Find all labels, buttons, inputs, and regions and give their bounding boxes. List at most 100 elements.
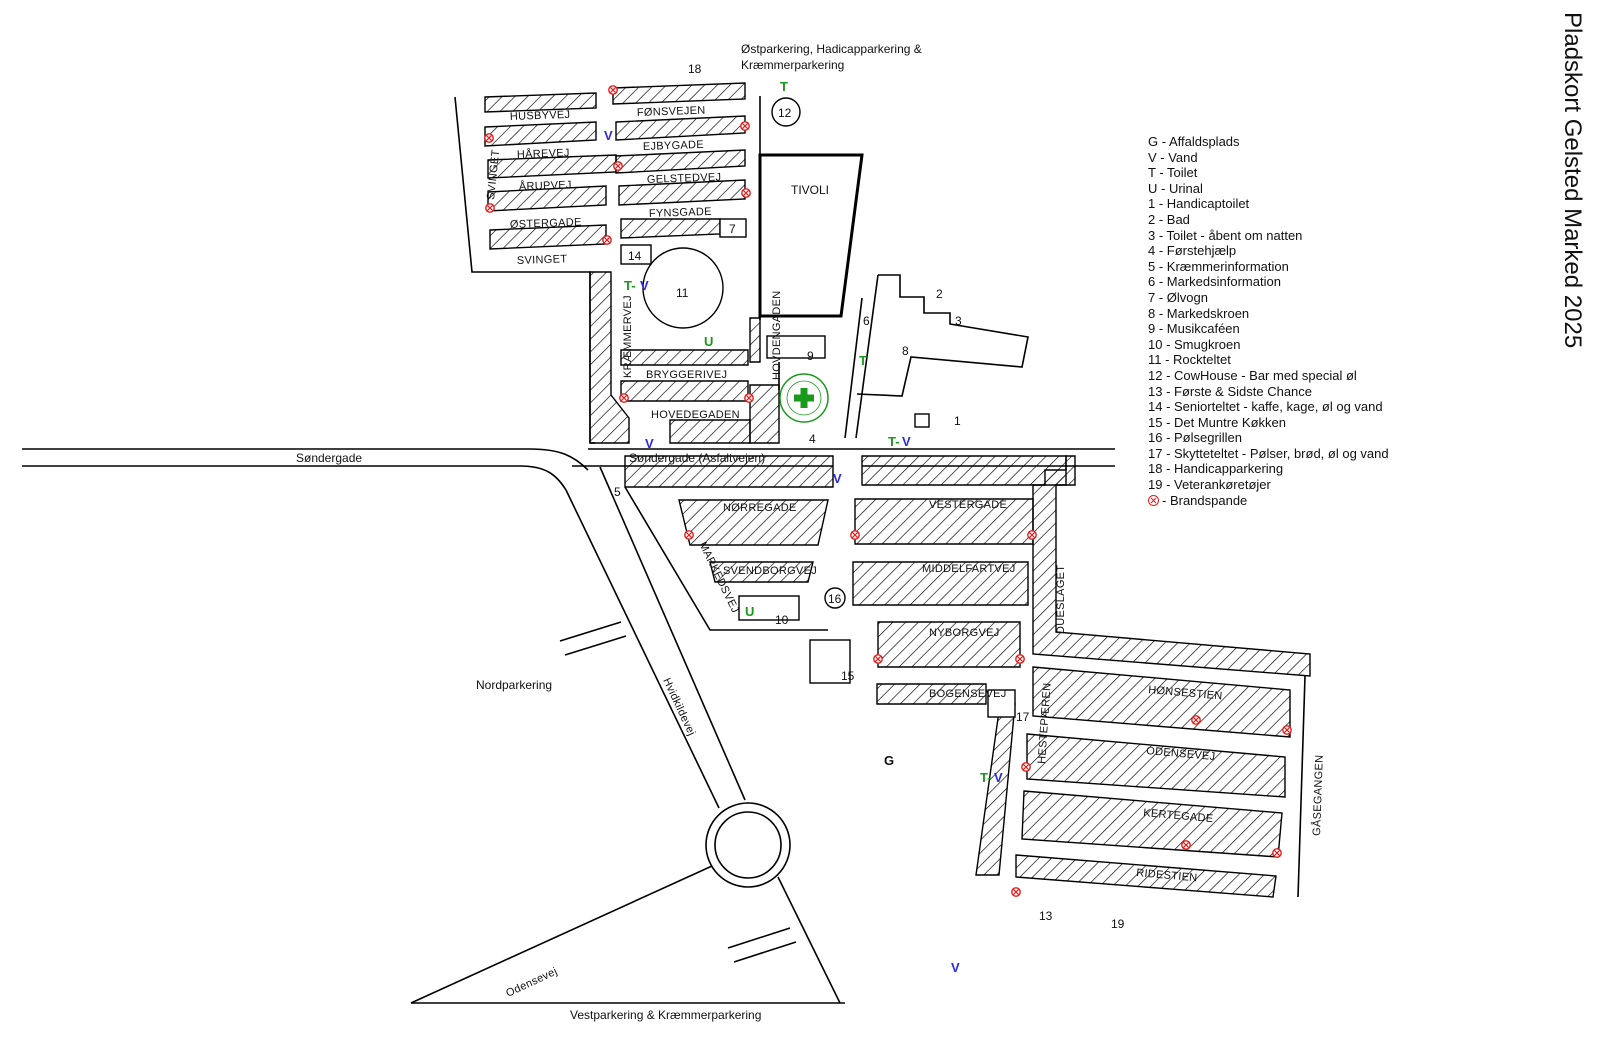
stall-row (484, 92, 597, 113)
stall-row (484, 121, 597, 147)
stall-row (589, 271, 630, 444)
stall-row (1026, 733, 1286, 798)
venue-10-box (738, 595, 800, 621)
marker-4: 4 (809, 432, 816, 446)
legend-item: T - Toilet (1148, 165, 1198, 181)
marker-5: 5 (614, 485, 621, 499)
stall-row (1015, 854, 1277, 898)
street-label: Hvidkildevej (660, 676, 697, 738)
legend-item: 3 - Toilet - åbent om natten (1148, 227, 1303, 243)
venue-12-circle (771, 97, 801, 127)
venue-15-box (809, 639, 851, 684)
fire-bucket-icon (1191, 715, 1201, 725)
street-label: Søndergade (Asfaltvejen) (629, 451, 765, 465)
legend-item: 2 - Bad (1148, 211, 1190, 227)
fire-bucket-icon (1021, 762, 1031, 772)
marker-15: 15 (841, 669, 855, 683)
marker-13: 13 (1039, 909, 1053, 923)
nord-parking-label: Nordparkering (476, 678, 552, 692)
water-marker: V (604, 128, 613, 143)
waste-marker: G (884, 753, 894, 768)
venue-17-box (987, 689, 1016, 718)
tivoli-area (758, 153, 864, 318)
water-marker: V (994, 770, 1003, 785)
stall-row (1021, 790, 1283, 858)
stall-row (615, 115, 746, 141)
tivoli-label: TIVOLI (791, 183, 829, 197)
fire-bucket-icon (1027, 530, 1037, 540)
stall-row (877, 621, 1021, 668)
legend-item: 12 - CowHouse - Bar med special øl (1148, 367, 1357, 383)
street-label: HOVEDEGADEN (651, 409, 740, 421)
street-label: SVINGET (485, 149, 502, 200)
street-label: BRYGGERIVEJ (646, 369, 727, 381)
water-marker: V (902, 434, 911, 449)
venue-11-circle (642, 247, 724, 329)
roundabout (705, 802, 791, 888)
street-label: MIDDELFARTVEJ (922, 563, 1016, 575)
ost-parking-label: Kræmmerparkering (741, 58, 844, 72)
stall-row (620, 380, 749, 402)
fire-bucket-icon (485, 203, 495, 213)
stall-row (749, 384, 780, 444)
legend-item: 14 - Seniorteltet - kaffe, kage, øl og v… (1148, 399, 1383, 415)
marker-7: 7 (729, 222, 736, 236)
street-label: KRÆMMERVEJ (622, 295, 634, 378)
street-label: VESTERGADE (929, 499, 1007, 511)
street-label: EJBYGADE (643, 139, 704, 153)
fire-bucket-icon (684, 530, 694, 540)
street-label: SVINGET (517, 253, 568, 267)
marker-3: 3 (955, 314, 962, 328)
street-label: DUESLAGET (1055, 565, 1067, 634)
toilet-marker: T (780, 79, 788, 94)
stall-row (749, 317, 761, 363)
street-label: GELSTEDVEJ (647, 171, 722, 186)
street-label: Odensevej (504, 965, 559, 999)
water-marker: V (645, 436, 654, 451)
venue-7-box (719, 218, 747, 238)
stall-row (620, 218, 721, 239)
street-label: NØRREGADE (723, 502, 797, 514)
fire-bucket-icon (744, 393, 754, 403)
fire-bucket-icon (484, 133, 494, 143)
vest-parking-label: Vestparkering & Kræmmerparkering (570, 1008, 761, 1022)
fire-bucket-icon (1011, 887, 1021, 897)
legend-item: 15 - Det Muntre Køkken (1148, 414, 1286, 430)
marker-11: 11 (676, 286, 689, 300)
stall-row (615, 149, 746, 174)
stall-row (861, 455, 1067, 486)
stall-row (975, 703, 1016, 876)
water-marker: V (640, 278, 649, 293)
marker-6: 6 (863, 314, 870, 328)
marker-2: 2 (936, 287, 943, 301)
fire-bucket-icon (1282, 725, 1292, 735)
legend-item: 18 - Handicapparkering (1148, 461, 1284, 477)
legend-item: 11 - Rockteltet (1148, 352, 1231, 368)
fire-bucket-icon (1181, 840, 1191, 850)
legend-item: 16 - Pølsegrillen (1148, 430, 1242, 446)
water-marker: V (833, 471, 842, 486)
stall-row (709, 561, 814, 583)
street-label: FYNSGADE (649, 206, 712, 220)
street-label: FØNSVEJEN (637, 105, 706, 119)
fire-bucket-icon (602, 235, 612, 245)
odensevej-road (410, 865, 713, 1004)
street-label: RIDESTIEN (1136, 867, 1198, 884)
stall-row (618, 179, 746, 206)
stall-row (669, 419, 751, 444)
marker-12: 12 (778, 106, 792, 120)
marker-19: 19 (1111, 917, 1125, 931)
stall-row (678, 499, 829, 546)
legend-fire-label: - Brandspande (1162, 492, 1248, 508)
marker-18: 18 (688, 62, 702, 76)
facility-markers: T V T- V U T V T- V V U G T- V V (604, 79, 1003, 975)
fire-bucket-icon (873, 654, 883, 664)
street-label: Søndergade (296, 451, 362, 465)
urinal-marker: U (704, 334, 713, 349)
legend-item: 7 - Ølvogn (1148, 289, 1208, 305)
ost-parking-label: Østparkering, Hadicapparkering & (741, 42, 922, 56)
fire-bucket-icon (613, 161, 623, 171)
marker-17: 17 (1016, 710, 1030, 724)
first-aid-icon (779, 373, 829, 423)
